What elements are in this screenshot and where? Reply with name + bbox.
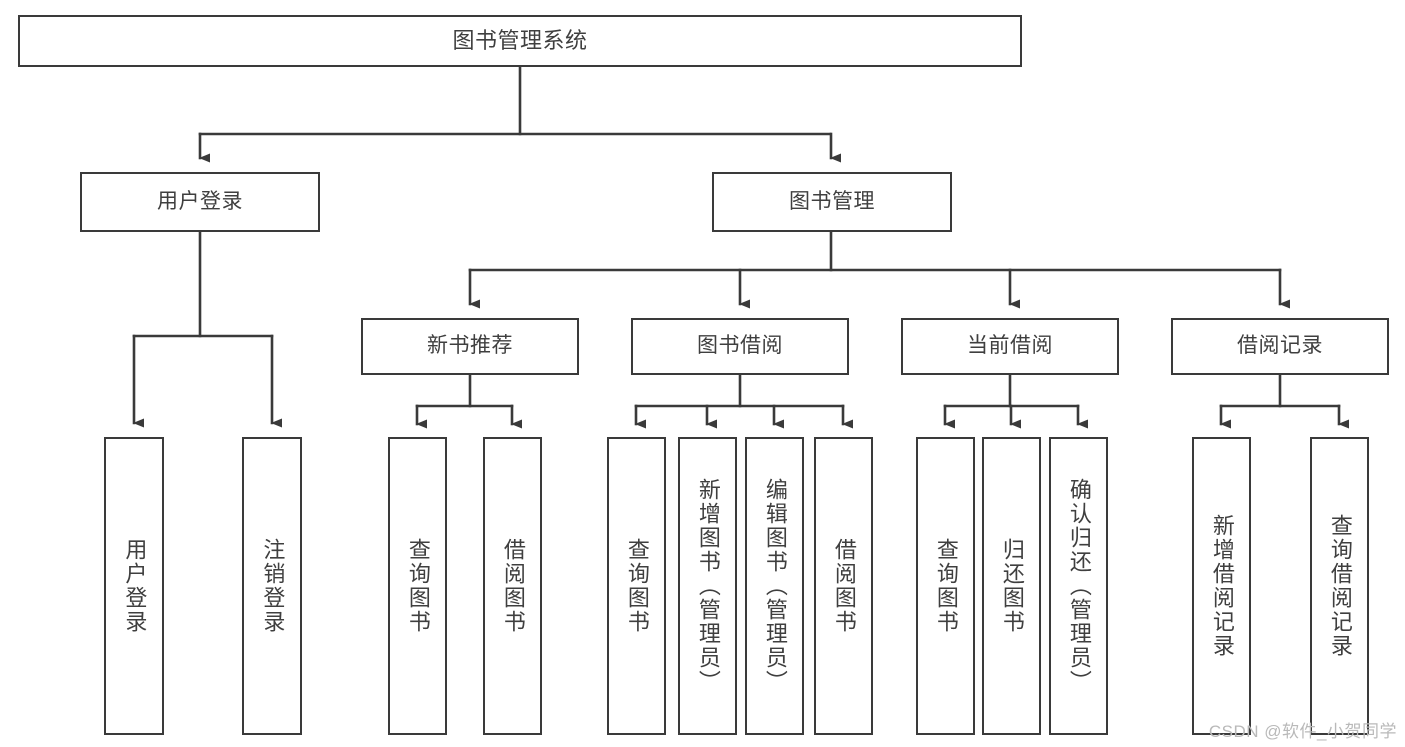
node-label: 新书推荐	[427, 334, 513, 358]
node-leaf-logout[interactable]: 注销登录	[242, 437, 302, 735]
node-borrow-record[interactable]: 借阅记录	[1171, 318, 1389, 375]
node-label: 查询借阅记录	[1327, 514, 1353, 658]
node-leaf-add-book-admin[interactable]: 新增图书（管理员）	[678, 437, 737, 735]
node-leaf-query-book-current[interactable]: 查询图书	[916, 437, 975, 735]
node-label: 图书管理	[789, 189, 875, 213]
node-leaf-query-book-recommend[interactable]: 查询图书	[388, 437, 447, 735]
node-leaf-add-borrow-record[interactable]: 新增借阅记录	[1192, 437, 1251, 735]
node-label: 当前借阅	[967, 334, 1053, 358]
node-root-book-management-system[interactable]: 图书管理系统	[18, 15, 1022, 67]
node-book-management[interactable]: 图书管理	[712, 172, 952, 232]
node-label: 借阅记录	[1237, 334, 1323, 358]
node-leaf-edit-book-admin[interactable]: 编辑图书（管理员）	[745, 437, 804, 735]
node-leaf-borrow-book-recommend[interactable]: 借阅图书	[483, 437, 542, 735]
node-label: 借阅图书	[831, 538, 857, 634]
node-label: 查询图书	[624, 538, 650, 634]
node-label: 新增借阅记录	[1209, 514, 1235, 658]
node-label: 确认归还（管理员）	[1066, 478, 1092, 694]
node-label: 新增图书（管理员）	[695, 478, 721, 694]
node-leaf-query-borrow-record[interactable]: 查询借阅记录	[1310, 437, 1369, 735]
node-label: 用户登录	[122, 538, 148, 634]
node-book-borrow[interactable]: 图书借阅	[631, 318, 849, 375]
node-label: 图书借阅	[697, 334, 783, 358]
node-label: 查询图书	[405, 538, 431, 634]
node-leaf-confirm-return-admin[interactable]: 确认归还（管理员）	[1049, 437, 1108, 735]
node-label: 用户登录	[157, 189, 243, 213]
node-user-login[interactable]: 用户登录	[80, 172, 320, 232]
node-label: 借阅图书	[500, 538, 526, 634]
node-leaf-user-login[interactable]: 用户登录	[104, 437, 164, 735]
node-leaf-return-book[interactable]: 归还图书	[982, 437, 1041, 735]
node-current-borrow[interactable]: 当前借阅	[901, 318, 1119, 375]
csdn-watermark: CSDN @软件_小贺同学	[1208, 722, 1397, 741]
node-leaf-query-book-borrow[interactable]: 查询图书	[607, 437, 666, 735]
node-label: 注销登录	[260, 538, 286, 634]
node-label: 归还图书	[999, 538, 1025, 634]
node-leaf-lend-book[interactable]: 借阅图书	[814, 437, 873, 735]
node-label: 查询图书	[933, 538, 959, 634]
node-label: 图书管理系统	[452, 28, 588, 54]
node-new-book-recommend[interactable]: 新书推荐	[361, 318, 579, 375]
node-label: 编辑图书（管理员）	[762, 478, 788, 694]
